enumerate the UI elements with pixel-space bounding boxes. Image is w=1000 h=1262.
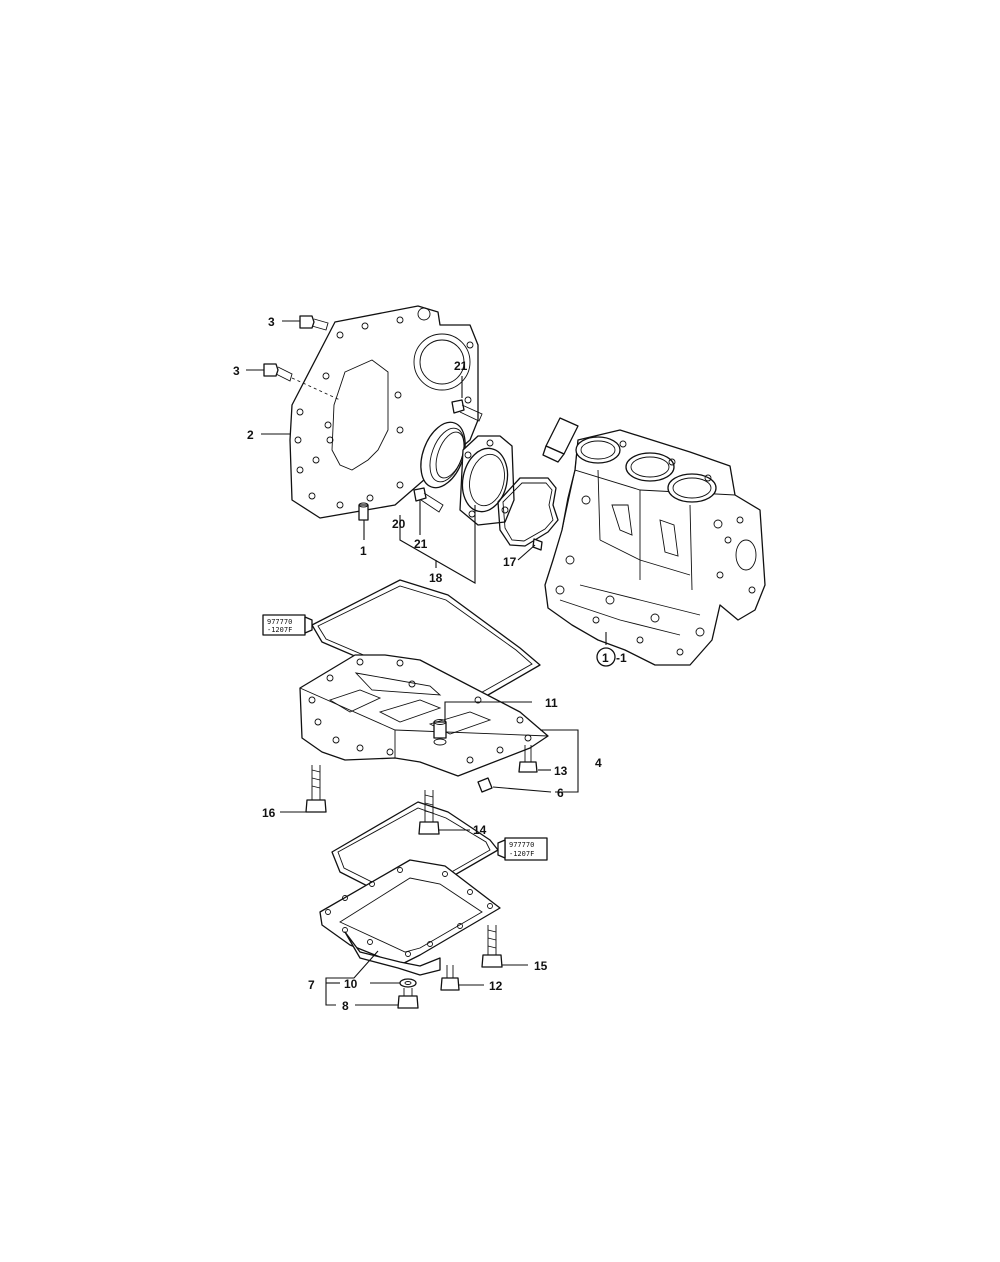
callout-3-lower: 3 xyxy=(233,364,240,378)
bolt-15 xyxy=(481,925,503,968)
callout-10: 10 xyxy=(344,977,358,991)
plug-6 xyxy=(477,777,493,793)
callout-18: 18 xyxy=(429,571,443,585)
sealant-tube-block xyxy=(542,417,579,463)
callout-6: 6 xyxy=(557,786,564,800)
sealant-tube-left: 977770 -1207F xyxy=(262,614,313,636)
bolt-3-lower xyxy=(263,363,293,382)
bolt-12 xyxy=(440,965,460,991)
callout-15: 15 xyxy=(534,959,548,973)
housing-plate xyxy=(289,305,479,519)
oil-pan-upper xyxy=(299,654,549,777)
callout-7: 7 xyxy=(308,978,315,992)
leader-lines xyxy=(246,320,607,1006)
dowel-pin-1 xyxy=(358,502,369,521)
callout-2: 2 xyxy=(247,428,254,442)
callout-17: 17 xyxy=(503,555,517,569)
seal-holder-18 xyxy=(459,435,515,526)
callout-block-suffix: -1 xyxy=(616,651,627,665)
callout-11: 11 xyxy=(545,696,558,710)
callout-8: 8 xyxy=(342,999,349,1013)
callout-block: 1 -1 xyxy=(596,647,627,667)
sealant-grade-right: -1207F xyxy=(509,850,534,858)
callout-20: 20 xyxy=(392,517,406,531)
callout-3-upper: 3 xyxy=(268,315,275,329)
bolt-14 xyxy=(418,790,440,835)
washer-10 xyxy=(399,978,417,988)
gasket-17 xyxy=(497,477,559,547)
oil-pan-lower xyxy=(319,859,501,976)
callout-14: 14 xyxy=(473,823,487,837)
drain-plug-8 xyxy=(397,988,419,1009)
bolt-21-lower xyxy=(413,487,444,513)
pin-17 xyxy=(532,538,543,551)
callout-13: 13 xyxy=(554,764,568,778)
sealant-part-number-left: 977770 xyxy=(267,618,292,626)
bolt-16 xyxy=(305,765,327,813)
sealant-part-number-right: 977770 xyxy=(509,841,534,849)
oil-seal-20 xyxy=(420,421,466,489)
callout-numbers: 3 3 2 1 21 20 21 18 17 1 -1 11 4 13 6 16… xyxy=(233,315,627,1013)
callout-16: 16 xyxy=(262,806,276,820)
sealant-tube-right: 977770 -1207F xyxy=(497,837,548,861)
bolt-21-upper xyxy=(451,399,483,422)
callout-block-circle: 1 xyxy=(602,651,609,665)
callout-12: 12 xyxy=(489,979,503,993)
sealant-grade-left: -1207F xyxy=(267,626,292,634)
cylinder-block xyxy=(544,429,766,666)
bolt-3-upper xyxy=(299,315,329,331)
callout-1: 1 xyxy=(360,544,367,558)
callout-4: 4 xyxy=(595,756,602,770)
bolt-13 xyxy=(518,745,538,773)
callout-21-upper: 21 xyxy=(454,359,468,373)
callout-21-lower: 21 xyxy=(414,537,428,551)
plug-11 xyxy=(433,719,447,746)
